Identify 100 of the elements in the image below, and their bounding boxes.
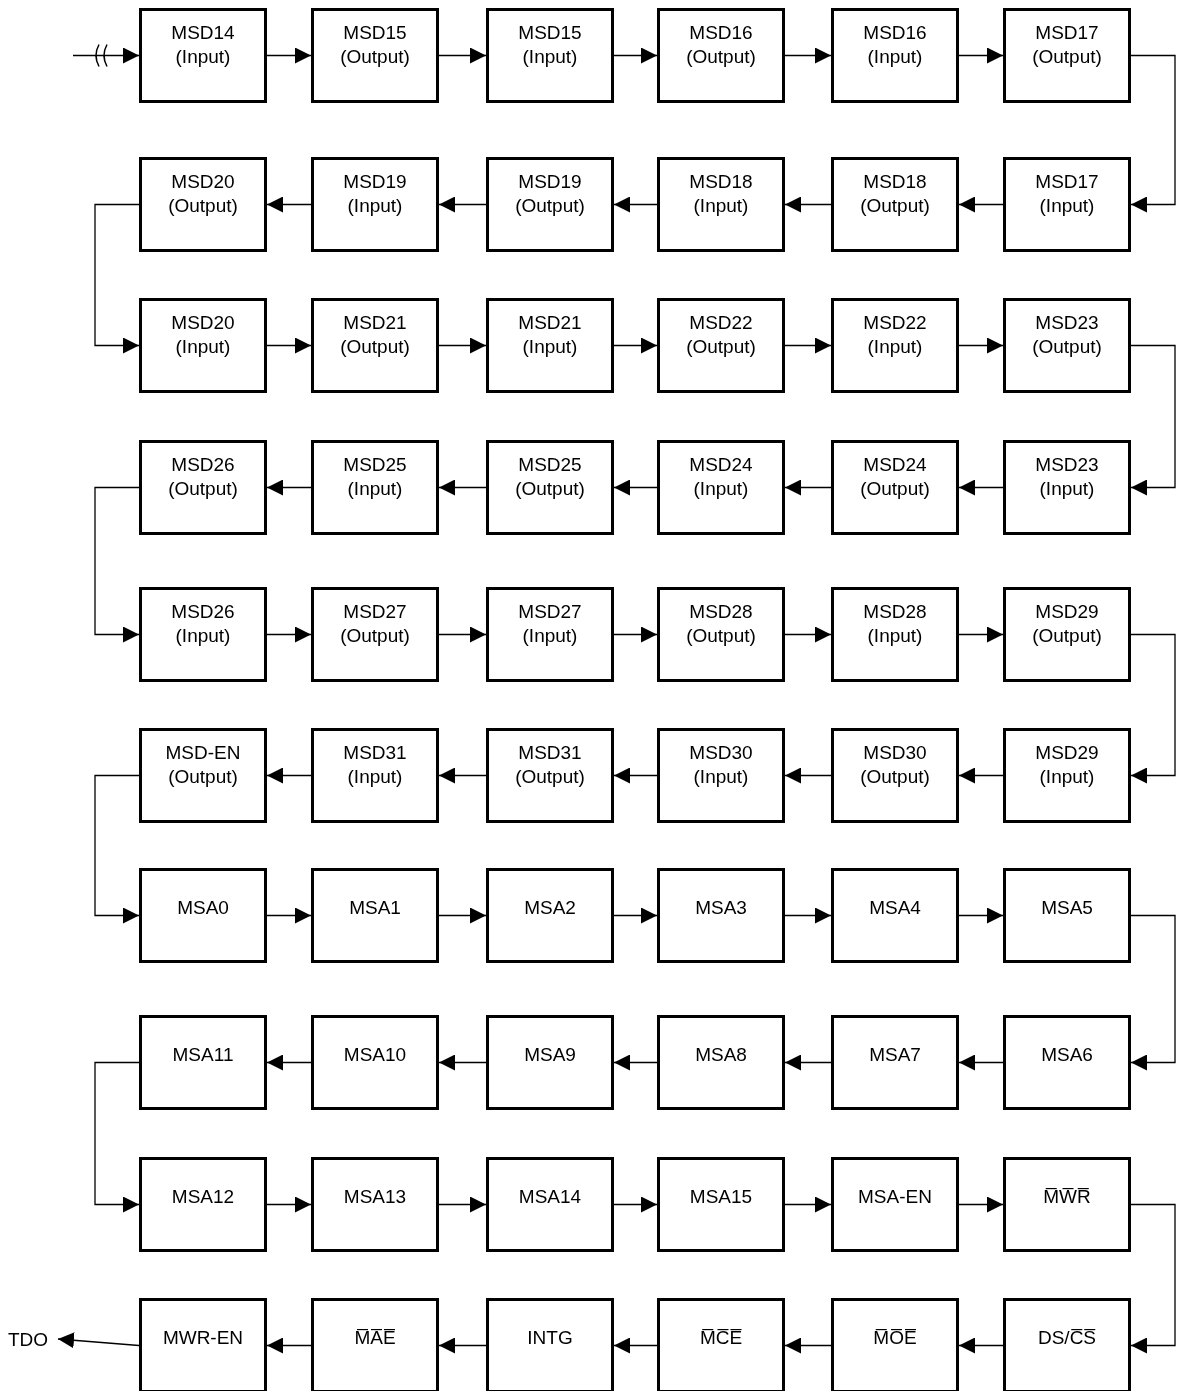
box-label: MSD28 <box>689 600 753 624</box>
register-box <box>657 157 785 252</box>
arrow <box>1130 344 1176 496</box>
box-label: MSD21 <box>343 311 407 335</box>
box-label: MSA14 <box>518 1185 582 1209</box>
arrow <box>266 337 312 354</box>
register-box <box>139 728 267 823</box>
arrow <box>958 767 1004 784</box>
box-label: (Output) <box>515 765 585 789</box>
box-label: MSD29 <box>1035 741 1099 765</box>
box-label: MSD18 <box>863 170 927 194</box>
box-label: MSD17 <box>1035 170 1099 194</box>
box-label: (Input) <box>175 335 231 359</box>
box-label: MSD26 <box>171 453 235 477</box>
arrow <box>438 626 487 643</box>
box-label: (Input) <box>1039 477 1095 501</box>
arrow <box>266 479 312 496</box>
box-label: (Output) <box>340 624 410 648</box>
arrow <box>613 767 658 784</box>
register-box <box>311 298 439 393</box>
box-label: MSD16 <box>863 21 927 45</box>
box-label: (Output) <box>860 194 930 218</box>
box-label: MSA15 <box>689 1185 753 1209</box>
box-label: MSD14 <box>171 21 235 45</box>
arrow <box>266 1337 312 1354</box>
box-label: MSA6 <box>1041 1043 1093 1067</box>
arrow <box>958 1054 1004 1071</box>
box-label: (Input) <box>693 765 749 789</box>
register-box <box>1003 8 1131 103</box>
arrow <box>613 1337 658 1354</box>
box-label: MSD20 <box>171 311 235 335</box>
box-label: (Output) <box>686 335 756 359</box>
box-label: MSD22 <box>863 311 927 335</box>
arrow <box>438 337 487 354</box>
register-box <box>486 1298 614 1391</box>
register-box <box>831 1157 959 1252</box>
box-label: MSD26 <box>171 600 235 624</box>
register-box <box>311 1015 439 1110</box>
register-box <box>657 1298 785 1391</box>
box-label: MSD29 <box>1035 600 1099 624</box>
box-label: MSD19 <box>343 170 407 194</box>
box-label: MSA7 <box>869 1043 921 1067</box>
register-box <box>831 868 959 963</box>
arrow <box>958 479 1004 496</box>
box-label: (Output) <box>168 194 238 218</box>
register-box <box>831 8 959 103</box>
box-label: MSA8 <box>695 1043 747 1067</box>
register-box <box>831 1015 959 1110</box>
register-box <box>657 587 785 682</box>
arrow <box>266 626 312 643</box>
register-box <box>139 1157 267 1252</box>
register-box <box>831 1298 959 1391</box>
register-box <box>486 440 614 535</box>
arrow <box>613 1196 658 1213</box>
box-label: MSD20 <box>171 170 235 194</box>
box-label: MSD30 <box>863 741 927 765</box>
box-label: M̅A̅E̅ <box>354 1326 396 1350</box>
arrow <box>613 1054 658 1071</box>
box-label: (Input) <box>1039 765 1095 789</box>
box-label: MSA5 <box>1041 896 1093 920</box>
register-box <box>486 8 614 103</box>
arrow <box>613 337 658 354</box>
box-label: MSD31 <box>518 741 582 765</box>
register-box <box>139 1298 267 1391</box>
arrow <box>784 1054 832 1071</box>
arrow <box>784 626 832 643</box>
arrow <box>784 907 832 924</box>
box-label: MSA3 <box>695 896 747 920</box>
box-label: (Input) <box>1039 194 1095 218</box>
arrow <box>958 1196 1004 1213</box>
box-label: MSD31 <box>343 741 407 765</box>
box-label: MSA11 <box>172 1043 234 1067</box>
arrow <box>1130 54 1176 213</box>
box-label: (Input) <box>867 335 923 359</box>
box-label: MSD24 <box>689 453 753 477</box>
register-box <box>139 298 267 393</box>
register-box <box>1003 587 1131 682</box>
box-label: MSD24 <box>863 453 927 477</box>
box-label: MSD27 <box>518 600 582 624</box>
box-label: MSD17 <box>1035 21 1099 45</box>
arrow <box>784 47 832 64</box>
box-label: MSA13 <box>343 1185 407 1209</box>
arrow <box>613 626 658 643</box>
arrow <box>266 907 312 924</box>
register-box <box>831 587 959 682</box>
box-label: MSD19 <box>518 170 582 194</box>
box-label: MSA12 <box>171 1185 235 1209</box>
register-box <box>486 157 614 252</box>
box-label: MSD27 <box>343 600 407 624</box>
register-box <box>657 1157 785 1252</box>
box-label: MSA4 <box>869 896 921 920</box>
arrow <box>1130 1203 1176 1354</box>
arrow <box>784 1337 832 1354</box>
box-label: (Output) <box>340 45 410 69</box>
register-box <box>1003 440 1131 535</box>
register-box <box>1003 157 1131 252</box>
arrow <box>94 203 140 354</box>
box-label: MSA9 <box>524 1043 576 1067</box>
box-label: MSA10 <box>343 1043 407 1067</box>
register-box <box>657 8 785 103</box>
